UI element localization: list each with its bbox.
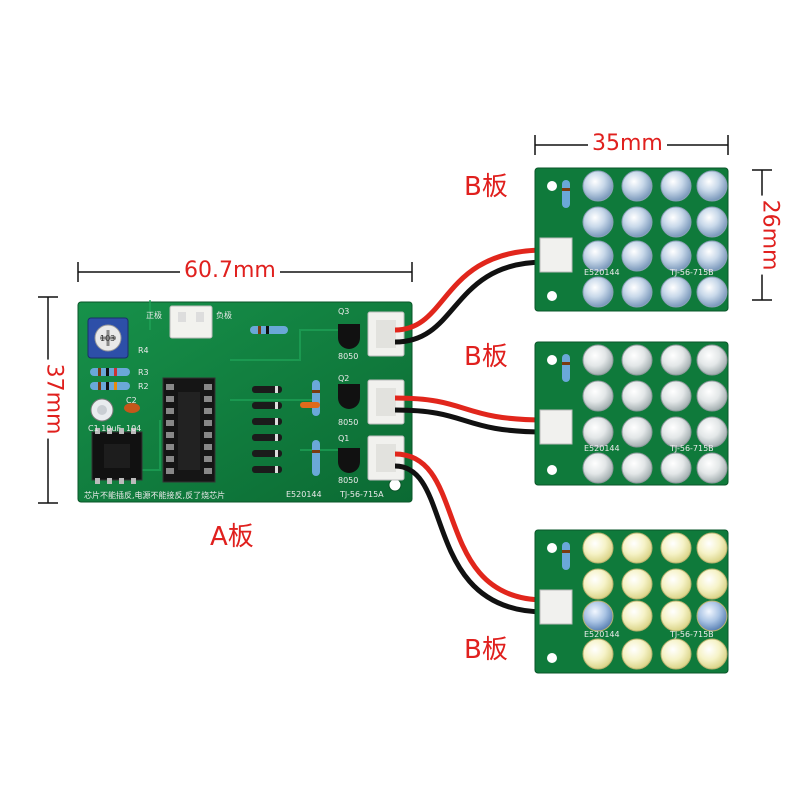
board-b-middle	[534, 341, 729, 486]
board-b-bottom-label: B板	[464, 635, 508, 665]
board-a-label: A板	[210, 522, 254, 552]
board-a-t3: 8050	[338, 352, 359, 361]
board-b-bottom-model: E520144	[584, 630, 620, 639]
board-a-r4: R4	[138, 346, 149, 355]
board-b-top-part: TJ-56-715B	[670, 268, 714, 277]
board-b-top	[534, 167, 729, 312]
board-a-t2: 8050	[338, 418, 359, 427]
board-b-middle-part: TJ-56-715B	[670, 444, 714, 453]
board-b-width-label: 35mm	[588, 133, 667, 155]
board-a-height-label: 37mm	[41, 359, 66, 439]
board-a-negative: 负极	[216, 311, 232, 320]
board-b-middle-model: E520144	[584, 444, 620, 453]
board-a-width-label: 60.7mm	[180, 260, 280, 282]
board-a-c1: C1 10uF	[88, 424, 122, 433]
board-a-q1: Q1	[338, 434, 350, 443]
board-a-r3: R3	[138, 368, 149, 377]
board-a-r2: R2	[138, 382, 149, 391]
board-a-q2: Q2	[338, 374, 350, 383]
board-b-bottom	[534, 529, 729, 674]
board-a-model: E520144	[286, 490, 322, 499]
board-a-t1: 8050	[338, 476, 359, 485]
board-a-c104: 104	[126, 424, 142, 433]
board-a-warning: 芯片不能插反,电源不能接反,反了烧芯片	[84, 491, 226, 500]
board-a-c2: C2	[126, 396, 137, 405]
board-a-part: TJ-56-715A	[340, 490, 384, 499]
board-b-top-model: E520144	[584, 268, 620, 277]
board-a-pot: 103	[100, 334, 116, 343]
board-a-q3: Q3	[338, 307, 350, 316]
board-b-top-label: B板	[464, 172, 508, 202]
board-b-bottom-part: TJ-56-715B	[670, 630, 714, 639]
board-a-positive: 正极	[146, 311, 162, 320]
board-b-middle-label: B板	[464, 342, 508, 372]
board-b-height-label: 26mm	[757, 195, 782, 275]
